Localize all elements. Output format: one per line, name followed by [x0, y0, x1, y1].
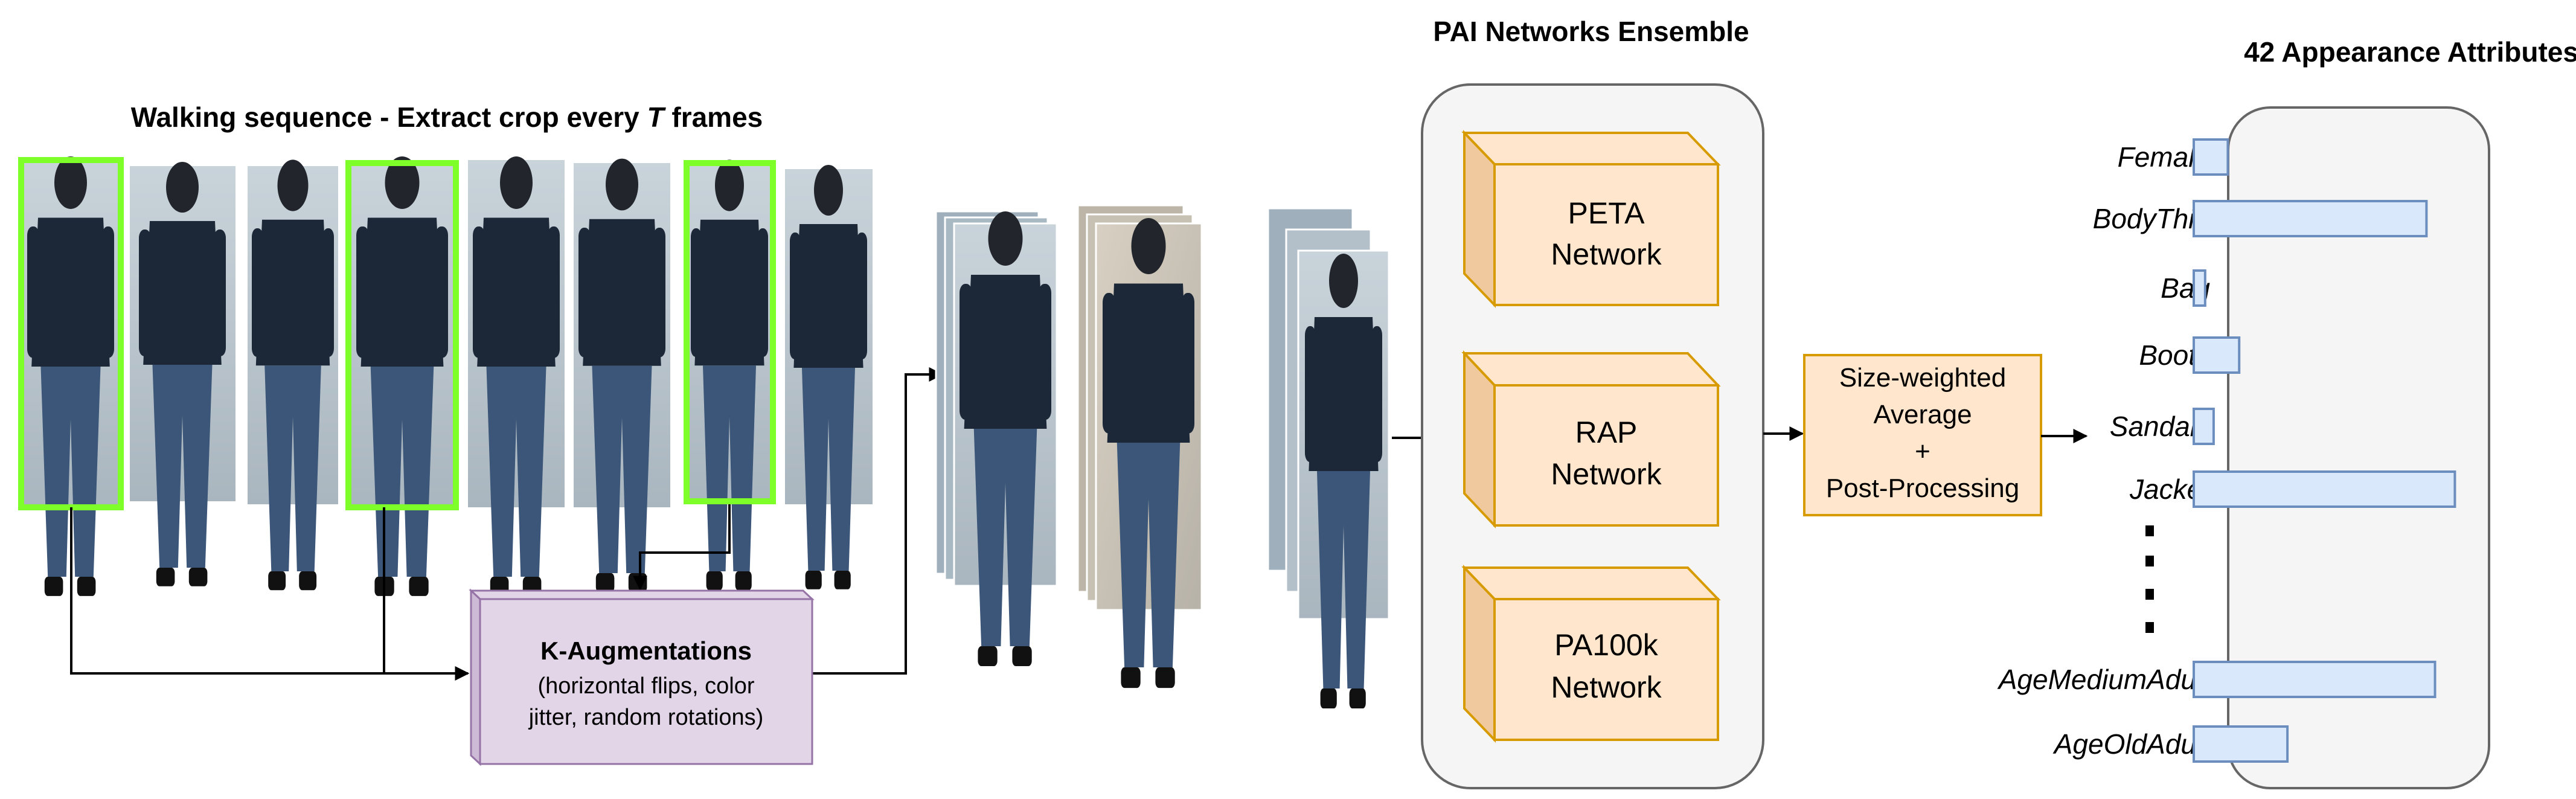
ellipsis-dots — [2145, 525, 2154, 633]
attribute-label: AgeOldAdult — [2052, 728, 2211, 760]
frame-highlight — [345, 160, 459, 510]
frame-8 — [785, 165, 873, 589]
walking-sequence-title: Walking sequence - Extract crop every T … — [131, 101, 763, 133]
attribute-bar — [2193, 661, 2437, 698]
k-augmentations-box: K-Augmentations (horizontal flips, color… — [469, 588, 815, 766]
frame-to-augmentation-connectors — [70, 367, 944, 681]
frame-6 — [574, 158, 670, 592]
averaging-line-3: + — [1915, 437, 1930, 466]
augmented-stack-1 — [935, 210, 1058, 666]
attribute-label: BodyThin — [2093, 203, 2210, 234]
ensemble-title: PAI Networks Ensemble — [1433, 16, 1749, 47]
attributes-title: 42 Appearance Attributes — [2244, 36, 2576, 68]
network-peta: PETA Network — [1461, 130, 1721, 308]
augmentation-title: K-Augmentations — [540, 637, 752, 665]
attribute-bar — [2193, 269, 2206, 307]
network-rap: RAP Network — [1461, 350, 1721, 529]
attribute-bar — [2193, 408, 2215, 445]
averaging-box: Size-weighted Average + Post-Processing — [1803, 354, 2042, 516]
attribute-bar — [2193, 138, 2229, 176]
network-label-line-1: PA100k — [1554, 628, 1658, 662]
frame-5 — [468, 156, 565, 596]
frame-2 — [130, 162, 235, 586]
augmented-stack-3 — [1267, 207, 1390, 708]
frame-4 — [345, 156, 459, 596]
network-label-line-2: Network — [1551, 670, 1662, 704]
augmentation-desc-line-2: jitter, random rotations) — [528, 705, 764, 730]
network-label-line-1: RAP — [1575, 416, 1638, 449]
network-label-line-2: Network — [1551, 457, 1662, 491]
frame-3 — [248, 159, 338, 591]
averaging-line-4: Post-Processing — [1826, 473, 2019, 503]
frame-7 — [684, 159, 776, 591]
augmentation-desc-line-1: (horizontal flips, color — [537, 673, 754, 699]
frame-highlight — [684, 160, 776, 504]
attribute-bar — [2193, 470, 2456, 508]
averaging-line-2: Average — [1873, 400, 1972, 429]
attribute-list: FemaleBodyThinBagBootsSandalsJacketAgeMe… — [1997, 138, 2456, 763]
attribute-bar — [2193, 725, 2289, 763]
attribute-label: AgeMediumAdult — [1997, 664, 2212, 695]
network-label-line-1: PETA — [1568, 196, 1645, 230]
network-pa100k: PA100k Network — [1461, 565, 1721, 743]
augmented-crop-stacks — [935, 204, 1390, 708]
augmented-stack-2 — [1077, 204, 1203, 688]
attribute-bar — [2193, 200, 2428, 237]
averaging-line-1: Size-weighted — [1839, 363, 2006, 393]
network-label-line-2: Network — [1551, 237, 1662, 271]
attribute-bar — [2193, 336, 2241, 374]
walking-sequence-frames — [18, 156, 873, 596]
attributes-container — [2227, 106, 2490, 789]
